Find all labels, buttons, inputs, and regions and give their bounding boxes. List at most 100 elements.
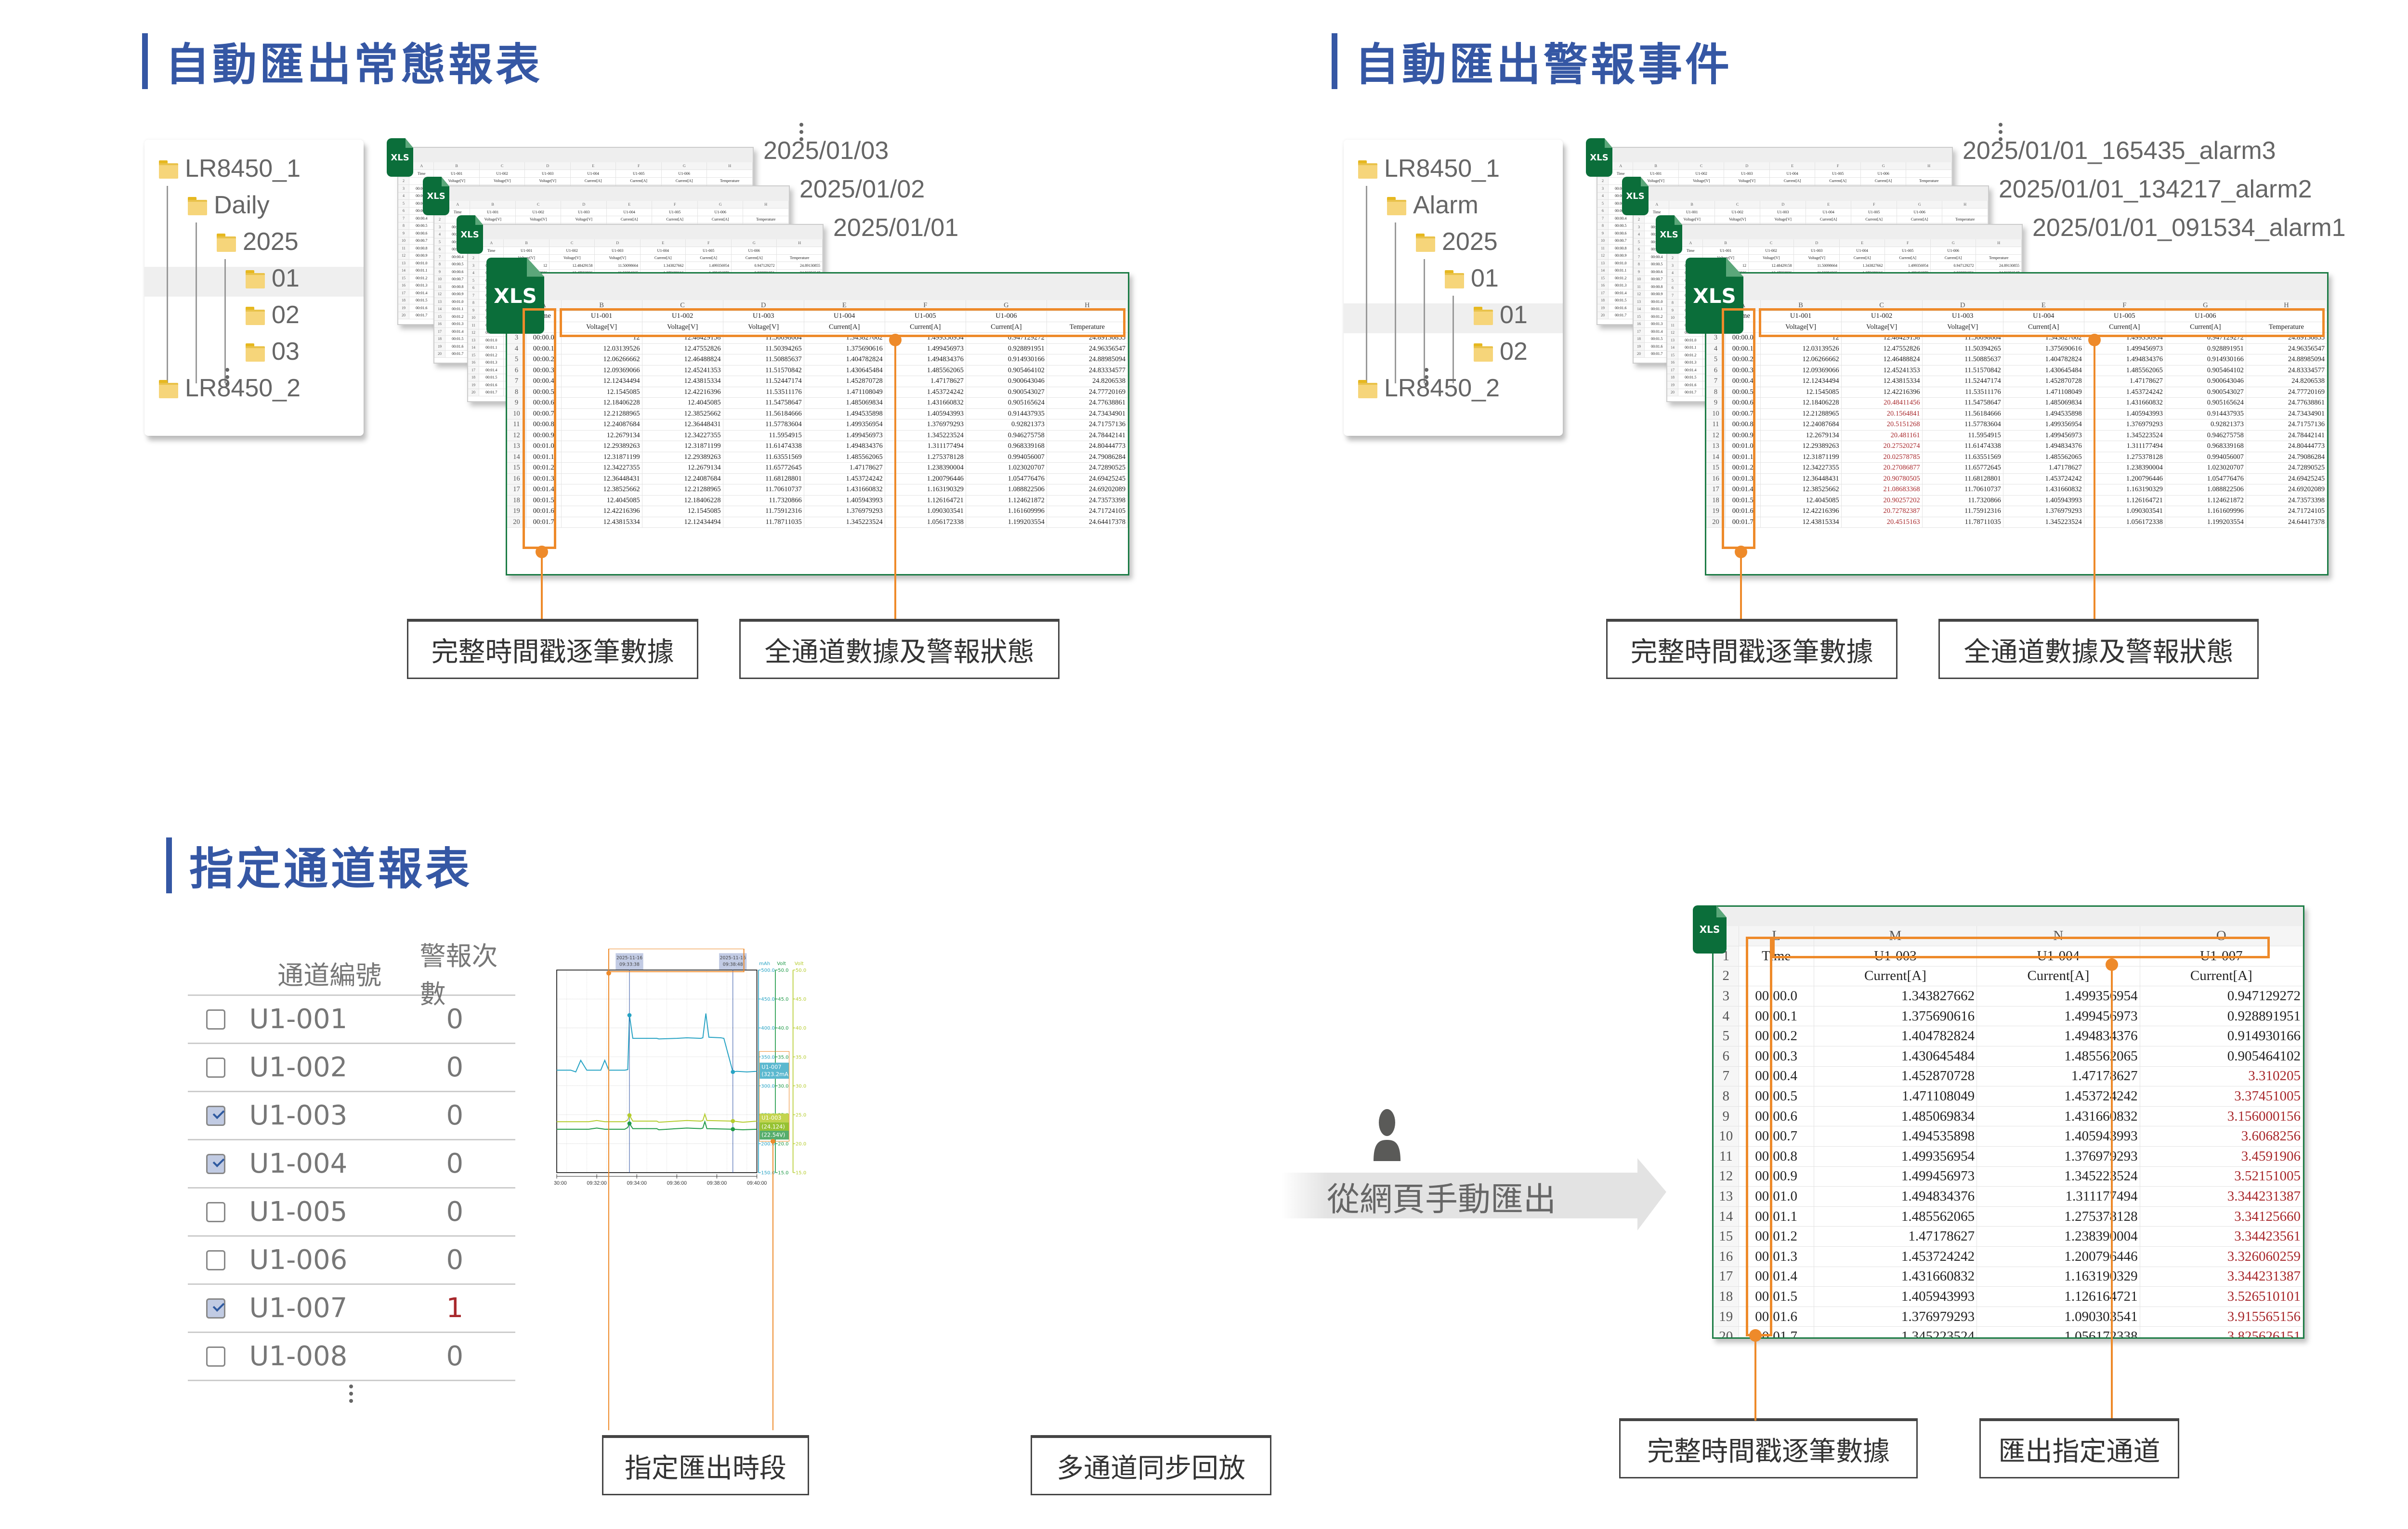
- tree-item[interactable]: 01: [246, 264, 300, 293]
- data-cell: 00:00.5: [409, 222, 434, 230]
- y-tick-label: 350.0: [761, 1055, 775, 1060]
- checkbox-checked[interactable]: [206, 1153, 225, 1174]
- column-letter: E: [606, 201, 653, 209]
- tree-item[interactable]: 01: [1474, 301, 1528, 329]
- data-cell: 11.54758647: [1922, 397, 2003, 409]
- column-letter: C: [549, 239, 595, 247]
- tree-item[interactable]: 2025: [217, 227, 299, 256]
- row-number: 6: [1667, 284, 1679, 292]
- header-row: 1TimeU1-001U1-002U1-003U1-004U1-005U1-00…: [1634, 208, 1988, 216]
- checkbox-unchecked[interactable]: [206, 1346, 225, 1367]
- row-number: 10: [1714, 1126, 1739, 1147]
- tree-item-label: LR8450_2: [1384, 374, 1500, 402]
- row-number: 11: [1714, 1146, 1739, 1167]
- data-cell: 00:01.2: [479, 351, 504, 359]
- connector-dot: [536, 546, 548, 558]
- tree-item[interactable]: LR8450_1: [1358, 154, 1500, 183]
- tree-item[interactable]: 02: [246, 301, 300, 329]
- data-cell: 1.431660832: [885, 397, 966, 409]
- cursor-marker: [731, 1127, 735, 1132]
- header-cell: U1-001: [561, 311, 642, 322]
- data-cell: 00:00.8: [1725, 419, 1761, 431]
- connector-dot: [770, 1138, 775, 1144]
- data-cell: 11.52447174: [723, 376, 804, 387]
- checkbox-unchecked[interactable]: [206, 1250, 225, 1270]
- y-tick-label: 45.0: [778, 997, 788, 1002]
- tree-item[interactable]: LR8450_2: [159, 374, 301, 403]
- tree-item[interactable]: 2025: [1416, 227, 1498, 256]
- header-cell: Voltage[V]: [1724, 177, 1770, 185]
- data-cell: 00:01.7: [1725, 517, 1761, 528]
- column-letter: E: [570, 162, 616, 170]
- row-number: 4: [1634, 231, 1645, 238]
- checkbox-unchecked[interactable]: [206, 1057, 225, 1078]
- data-cell: 00:01.0: [1608, 259, 1634, 267]
- column-letter: A: [1608, 162, 1634, 170]
- header-cell: U1-003: [594, 247, 641, 255]
- header-cell: U1-003: [524, 170, 571, 178]
- header-cell: Temperature: [1942, 216, 1988, 223]
- data-cell: 11.65772645: [723, 462, 804, 474]
- row-number: 19: [1714, 1307, 1739, 1327]
- row-number: 14: [1597, 267, 1609, 274]
- y-tick-label: 20.0: [778, 1142, 788, 1147]
- data-cell: 0.905165624: [2165, 397, 2246, 409]
- data-cell: 00:00.9: [526, 430, 562, 441]
- tree-item-label: 2025: [1442, 228, 1498, 256]
- tree-item[interactable]: LR8450_1: [159, 154, 301, 183]
- channel-row[interactable]: U1-001 0: [188, 994, 515, 1043]
- tree-item[interactable]: LR8450_2: [1358, 374, 1500, 403]
- tree-item[interactable]: 01: [1445, 264, 1499, 293]
- data-cell: 00:00.5: [1725, 387, 1761, 398]
- data-cell: 1.163190329: [2084, 484, 2165, 496]
- tree-item[interactable]: 03: [246, 337, 300, 366]
- alarm-count: 0: [446, 1004, 464, 1035]
- row-number: 5: [1597, 199, 1609, 208]
- data-cell: 00:01.3: [1678, 359, 1703, 366]
- checkbox-unchecked[interactable]: [206, 1009, 225, 1030]
- row-number: 10: [507, 408, 526, 419]
- data-cell: 1.343827662: [1839, 261, 1885, 270]
- data-cell: 11.50885637: [1922, 354, 2003, 366]
- connector-line: [1754, 1334, 1756, 1421]
- data-cell: 1.345223524: [2003, 517, 2084, 528]
- channel-id: U1-001: [249, 1004, 348, 1035]
- data-cell: 3.344231387: [2140, 1186, 2303, 1207]
- data-cell: 1.023020707: [966, 462, 1047, 474]
- tree-item[interactable]: Daily: [188, 191, 270, 220]
- data-cell: 1.47178627: [2084, 376, 2165, 387]
- checkbox-checked[interactable]: [206, 1105, 225, 1126]
- column-letter: B: [1633, 162, 1679, 170]
- data-cell: 1.405943993: [2084, 408, 2165, 419]
- checkbox-unchecked[interactable]: [206, 1202, 225, 1222]
- data-cell: 1.494834376: [1814, 1186, 1977, 1207]
- column-letter: F: [1885, 239, 1931, 247]
- header-cell: U1-006: [966, 311, 1047, 322]
- checkbox-checked[interactable]: [206, 1298, 225, 1319]
- data-cell: 0.947129272: [731, 261, 777, 270]
- data-cell: 00:00.6: [445, 268, 471, 276]
- tree-item-label: Daily: [214, 191, 270, 219]
- header-cell: Current[A]: [1851, 216, 1897, 223]
- data-cell: 11.5954915: [1922, 430, 2003, 441]
- row-number: 5: [1634, 238, 1645, 246]
- channel-id: U1-007: [249, 1293, 348, 1324]
- tree-item[interactable]: 02: [1474, 337, 1528, 366]
- data-cell: 11.50098664: [594, 261, 641, 270]
- column-letter: D: [1760, 201, 1806, 209]
- multi-channel-chart[interactable]: 09:30:0009:32:0009:34:0009:36:0009:38:00…: [554, 949, 1247, 1430]
- row-number: 18: [434, 335, 446, 343]
- row-number: 18: [1634, 335, 1645, 343]
- tree-item[interactable]: Alarm: [1387, 191, 1479, 220]
